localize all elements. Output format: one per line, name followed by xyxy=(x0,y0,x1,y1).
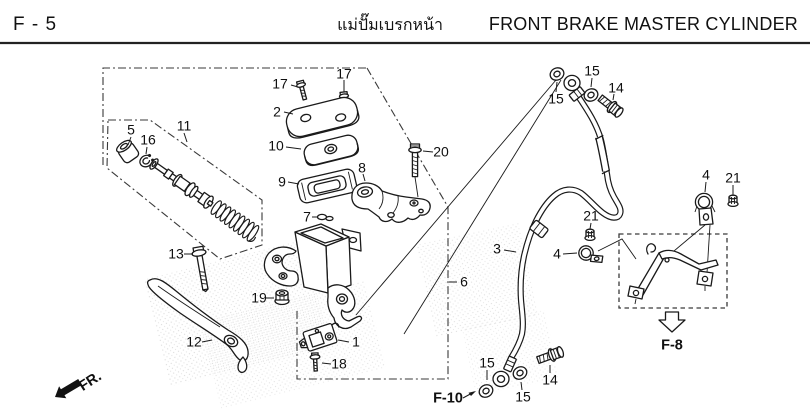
part-callout-21: 21 xyxy=(583,208,599,224)
reservoir-cap-drawing xyxy=(285,96,360,139)
flange-nut-drawing xyxy=(274,289,290,306)
part-callout-15: 15 xyxy=(515,389,531,405)
master-cylinder-body-drawing xyxy=(263,223,363,330)
part-callout-18: 18 xyxy=(331,356,347,372)
hose-clamp-mid-drawing xyxy=(578,245,604,264)
bolt-21-mid-drawing xyxy=(584,228,596,242)
part-callout-17: 17 xyxy=(272,76,288,92)
part-callout-4: 4 xyxy=(702,167,710,183)
connection-lines xyxy=(355,79,711,335)
holder-bolt-drawing xyxy=(408,143,422,178)
page-title-english: FRONT BRAKE MASTER CYLINDER xyxy=(489,14,798,34)
banjo-bolt-top-drawing xyxy=(597,94,624,118)
callout-leader-15 xyxy=(520,381,523,391)
bolt-21-right-drawing xyxy=(727,194,739,208)
diaphragm-drawing xyxy=(296,168,358,204)
lever-pivot-bolt-drawing xyxy=(191,245,209,293)
switch-screw-drawing xyxy=(309,352,321,372)
f8-stay-bracket-drawing xyxy=(627,243,719,305)
part-callout-15: 15 xyxy=(479,355,495,371)
part-callout-14: 14 xyxy=(608,80,624,96)
part-callout-7: 7 xyxy=(303,209,311,225)
callout-leader-20 xyxy=(422,150,434,153)
float-drawing xyxy=(316,213,334,222)
banjo-bolt-bottom-drawing xyxy=(536,346,565,365)
part-callout-8: 8 xyxy=(358,160,366,176)
callout-leader-4 xyxy=(704,181,707,193)
part-callout-3: 3 xyxy=(493,241,501,257)
part-callout-12: 12 xyxy=(186,334,202,350)
callout-leader-12 xyxy=(201,339,213,343)
f8-reference-box xyxy=(618,233,728,309)
diaphragm-plate-drawing xyxy=(303,134,360,167)
part-callout-9: 9 xyxy=(278,174,286,190)
part-callout-1: 1 xyxy=(352,334,360,350)
page-title-thai: แม่ปั๊มเบรกหน้า xyxy=(337,13,443,34)
f8-direction-arrow xyxy=(658,311,686,333)
callout-leader-1 xyxy=(337,339,350,343)
callout-leader-15 xyxy=(555,81,558,93)
piston-boot-drawing xyxy=(116,139,140,164)
part-callout-20: 20 xyxy=(433,144,449,160)
callout-leader-15 xyxy=(590,77,593,88)
callout-leader-14 xyxy=(612,93,615,101)
callout-leader-4 xyxy=(562,252,578,255)
page-header: F - 5 แม่ปั๊มเบรกหน้า FRONT BRAKE MASTER… xyxy=(0,13,810,45)
brake-switch-drawing xyxy=(298,322,340,352)
brake-hose-drawing xyxy=(492,74,624,388)
part-callout-14: 14 xyxy=(542,372,558,388)
callout-leader-9 xyxy=(287,181,300,185)
part-callout-11: 11 xyxy=(177,118,192,134)
part-callout-13: 13 xyxy=(168,246,184,262)
callout-leader-3 xyxy=(503,249,517,253)
brake-lever-drawing xyxy=(146,278,249,374)
part-callout-2: 2 xyxy=(273,104,281,120)
part-callout-15: 15 xyxy=(548,91,564,107)
callout-leader-8 xyxy=(362,173,366,182)
part-callout-FR.: FR. xyxy=(76,369,104,395)
part-callout-10: 10 xyxy=(268,138,284,154)
part-callout-5: 5 xyxy=(127,122,135,138)
callout-leader-2 xyxy=(283,111,294,115)
part-callout-16: 16 xyxy=(140,132,156,148)
handlebar-holder-drawing xyxy=(351,182,431,223)
callout-leader-18 xyxy=(321,362,332,365)
fr-direction-arrow xyxy=(55,379,82,399)
callout-leader-16 xyxy=(145,146,148,155)
sealing-washers-drawing xyxy=(478,67,599,398)
part-callout-6: 6 xyxy=(460,274,468,290)
part-callout-17: 17 xyxy=(336,66,352,82)
callout-leader-11 xyxy=(183,132,188,143)
callout-leader-21 xyxy=(589,222,592,230)
part-callout-F-10: F-10 xyxy=(433,391,463,407)
callout-leader-5 xyxy=(127,136,132,146)
assembly-boundary-boxes xyxy=(102,67,728,380)
part-callout-19: 19 xyxy=(251,290,267,306)
part-callout-F-8: F-8 xyxy=(661,338,683,354)
part-callout-4: 4 xyxy=(553,246,561,262)
callout-leader-10 xyxy=(285,146,302,150)
part-callout-21: 21 xyxy=(725,170,741,186)
master-piston-drawing xyxy=(149,158,260,242)
callout-leader-17 xyxy=(290,84,299,88)
part-callout-15: 15 xyxy=(584,63,600,79)
page-code: F - 5 xyxy=(13,14,57,35)
hose-clamp-right-drawing xyxy=(694,192,716,226)
f10-pointer xyxy=(462,391,476,399)
